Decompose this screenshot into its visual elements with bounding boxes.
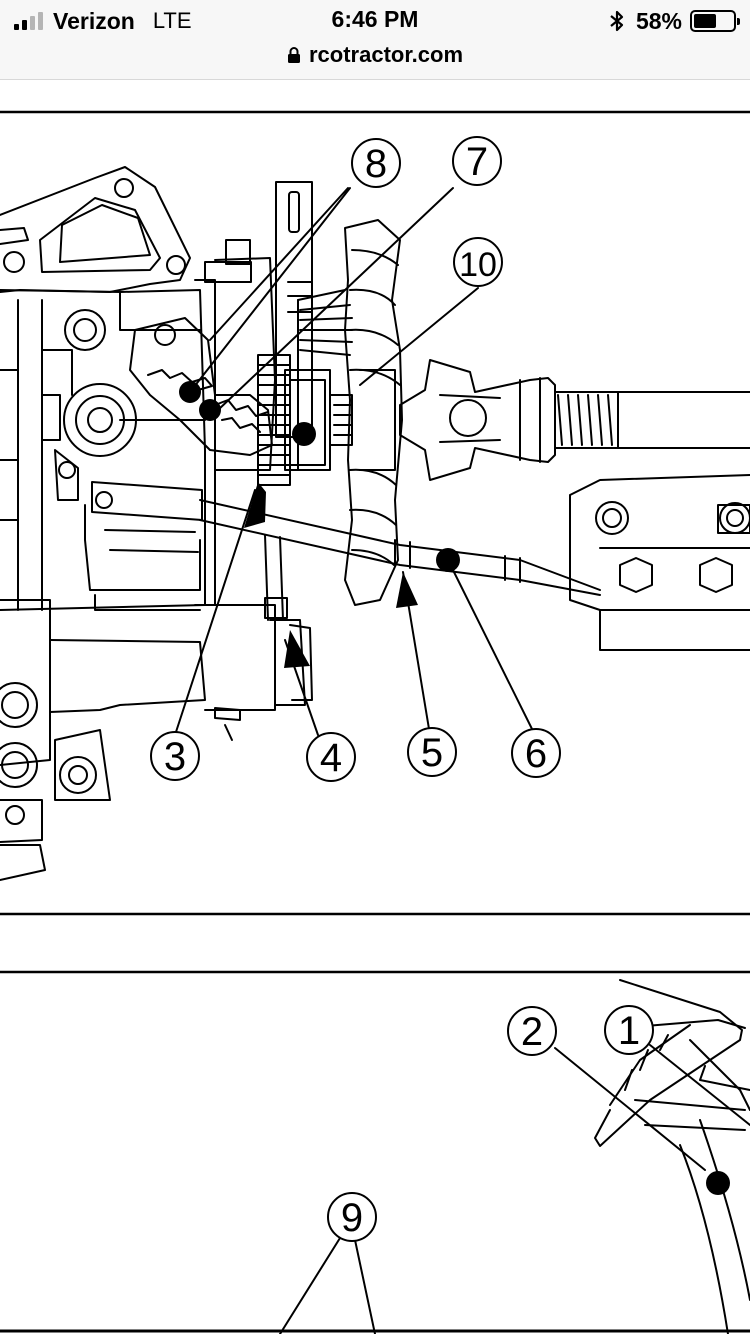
callout-6 xyxy=(511,728,561,778)
callout-9-label: 9 xyxy=(341,1196,363,1240)
callout-5 xyxy=(407,727,457,777)
callout-10-label: 10 xyxy=(459,246,497,284)
address-bar[interactable]: rcotractor.com xyxy=(0,40,750,70)
callout-7 xyxy=(452,136,502,186)
callout-2 xyxy=(507,1006,557,1056)
parts-diagram: 8 7 10 3 4 5 6 2 1 9 xyxy=(0,110,750,1334)
callout-10 xyxy=(453,237,503,287)
network-type: LTE xyxy=(152,8,192,33)
url-text: rcotractor.com xyxy=(308,42,464,67)
callout-7-label: 7 xyxy=(466,140,488,184)
signal-icon xyxy=(14,12,43,30)
callout-9 xyxy=(327,1192,377,1242)
clock: 6:46 PM xyxy=(331,6,419,32)
callout-8 xyxy=(351,138,401,188)
callout-3-label: 3 xyxy=(164,735,186,779)
battery-icon xyxy=(690,10,740,32)
browser-status-bar: Verizon LTE 6:46 PM 58% rcotractor.com xyxy=(0,0,750,80)
battery-fill xyxy=(694,14,717,28)
carrier-name: Verizon xyxy=(53,7,135,34)
callout-5-label: 5 xyxy=(421,731,443,775)
battery-percent: 58% xyxy=(635,7,682,34)
callout-4 xyxy=(306,732,356,782)
callout-2-label: 2 xyxy=(521,1010,543,1054)
callout-4-label: 4 xyxy=(320,736,342,780)
callout-6-label: 6 xyxy=(525,732,547,776)
battery-group: 58% xyxy=(608,6,740,36)
bluetooth-icon xyxy=(610,10,624,32)
callout-1-label: 1 xyxy=(618,1009,640,1053)
lock-icon xyxy=(287,47,300,63)
carrier-group: Verizon LTE xyxy=(14,6,192,36)
callout-3 xyxy=(150,731,200,781)
callout-8-label: 8 xyxy=(365,142,387,186)
callout-1 xyxy=(604,1005,654,1055)
